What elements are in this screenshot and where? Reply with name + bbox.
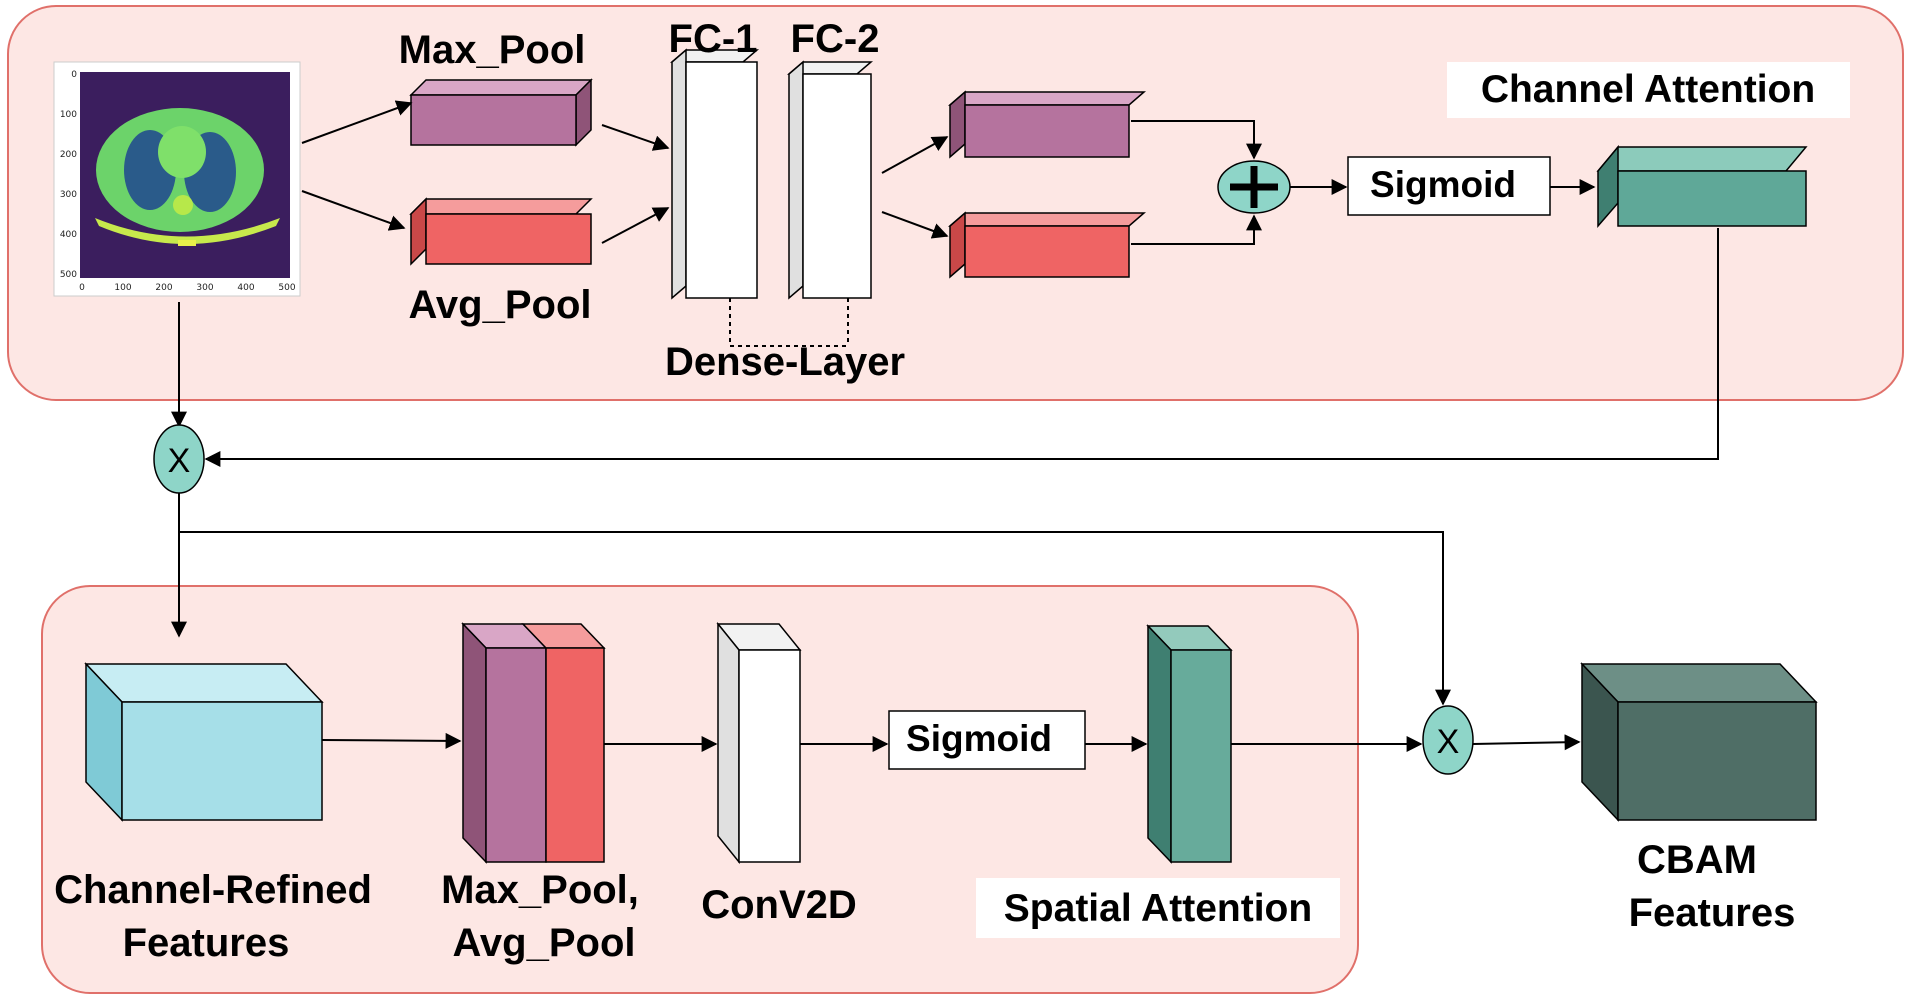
ct-x-tick-4: 400 (237, 283, 254, 293)
multiply-operator-2: X (1422, 705, 1474, 775)
ct-x-tick-1: 100 (114, 283, 131, 293)
spatial-max-pool-block (461, 622, 548, 864)
cbam-features-block (1580, 662, 1818, 822)
max-pool-label: Max_Pool (399, 28, 586, 72)
fc1-label: FC-1 (669, 17, 758, 61)
sigmoid-top-label: Sigmoid (1370, 164, 1516, 205)
ct-y-tick-4: 400 (60, 230, 77, 240)
ct-y-tick-0: 0 (71, 70, 77, 80)
spatial-avg-pool-block (521, 623, 606, 863)
channel-attention-label: Channel Attention (1481, 68, 1815, 111)
fc2-label: FC-2 (791, 17, 880, 61)
avg-pool-label: Avg_Pool (409, 283, 592, 327)
ct-y-tick-5: 500 (60, 270, 77, 280)
ct-x-tick-2: 200 (155, 283, 172, 293)
add-operator (1217, 160, 1291, 214)
spatial-attention-label-box (976, 878, 1340, 938)
fc-output-max-block (947, 90, 1147, 159)
dense-layer-bracket (729, 298, 849, 347)
avg-pool-block (409, 197, 593, 266)
fc1-layer (669, 48, 760, 300)
ct-x-tick-5: 500 (278, 283, 295, 293)
spatial-attention-label: Spatial Attention (1004, 887, 1312, 930)
pool-pair-label-line1: Max_Pool, (441, 868, 639, 912)
ct-x-tick-0: 0 (79, 283, 85, 293)
ct-y-tick-1: 100 (60, 110, 77, 120)
fc-output-avg-block (947, 211, 1147, 279)
channel-refined-label-line2: Features (123, 921, 290, 965)
multiply-operator-1-symbol: X (168, 442, 191, 480)
spatial-attention-arrows (321, 732, 1581, 752)
multiply-operator-1: X (153, 424, 205, 494)
cbam-label-line2: Features (1629, 891, 1796, 935)
channel-attention-map-block (1596, 144, 1808, 229)
ct-y-tick-2: 200 (60, 150, 77, 160)
ct-x-tick-3: 300 (196, 283, 213, 293)
cbam-label-line1: CBAM (1637, 838, 1757, 882)
spatial-attention-map-block (1146, 624, 1233, 864)
ct-y-tick-3: 300 (60, 190, 77, 200)
fc2-layer (786, 60, 874, 300)
max-pool-block (409, 78, 593, 147)
channel-attention-label-box (1447, 62, 1850, 118)
dense-layer-label: Dense-Layer (665, 340, 905, 384)
channel-refined-label-line1: Channel-Refined (54, 868, 372, 912)
ct-scan-image: 0 100 200 300 400 500 0 100 200 300 400 … (53, 61, 301, 297)
multiply-operator-2-symbol: X (1437, 723, 1460, 761)
pool-pair-label-line2: Avg_Pool (453, 921, 636, 965)
sigmoid-bottom-label: Sigmoid (906, 718, 1052, 759)
channel-refined-features-block (84, 662, 324, 822)
conv2d-label: ConV2D (701, 883, 857, 927)
sigmoid-bottom-box (888, 710, 1086, 770)
channel-attention-arrows (171, 100, 1719, 706)
conv2d-block (716, 621, 802, 865)
